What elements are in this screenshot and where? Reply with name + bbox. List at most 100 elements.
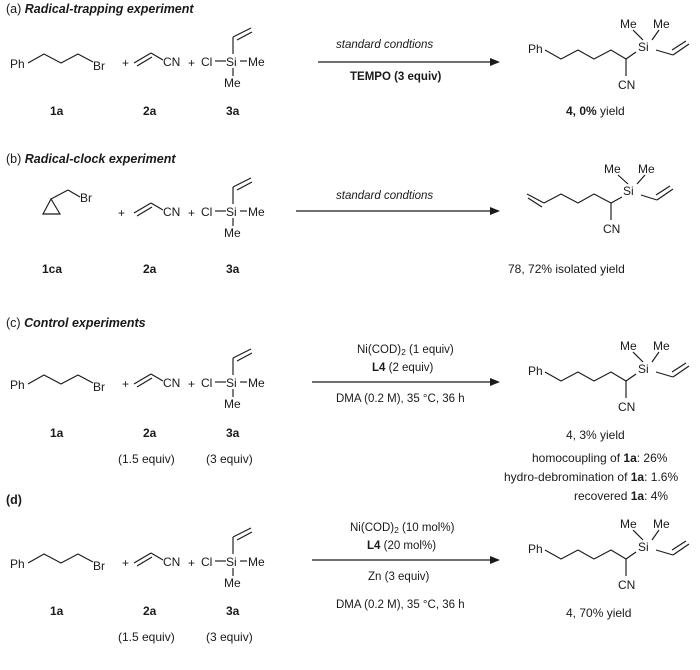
- product-si-vinyl-d: [655, 549, 674, 556]
- terminal-alkene-b-double: [527, 197, 543, 208]
- note-value: : 26%: [636, 451, 668, 465]
- me-label: Me: [620, 17, 637, 31]
- section-title: Control experiments: [24, 316, 146, 330]
- equiv-label: (1.5 equiv): [118, 630, 175, 644]
- cn-label: CN: [618, 578, 636, 592]
- arrow-head-b: [490, 207, 500, 215]
- si-label: Si: [226, 376, 237, 390]
- vinyl-2a-b: [133, 202, 152, 214]
- product-si-me2-a: [651, 29, 660, 41]
- section-letter: (b): [6, 152, 22, 166]
- note-value: : 1.6%: [644, 470, 679, 484]
- br-label: Br: [93, 380, 105, 394]
- vinyl-2a-d: [133, 552, 152, 564]
- ligand-name: L4: [367, 540, 381, 552]
- cl-label: Cl: [201, 205, 213, 219]
- product-vinyl-c: [672, 365, 690, 378]
- note-text: recovered: [574, 489, 631, 503]
- product-si-vinyl-b: [640, 194, 658, 201]
- condition-ni-text: Ni(COD): [350, 522, 395, 534]
- condition-line: standard condtions: [336, 39, 434, 51]
- product-si-d: [625, 551, 637, 560]
- vinyl-3a-a-double: [236, 31, 253, 41]
- product-vinyl-a: [672, 43, 690, 56]
- cl-label: Cl: [201, 555, 213, 569]
- note-line: homocoupling of 1a: 26%: [532, 451, 667, 465]
- cn-label: CN: [163, 555, 181, 569]
- cyclopropyl-ch2: [50, 189, 69, 200]
- si-label: Si: [623, 184, 634, 198]
- vinyl-2a-b-double: [136, 206, 153, 217]
- product-si-me2-c: [651, 351, 660, 363]
- note-compound: 1a: [630, 489, 645, 503]
- ch2-br: [67, 189, 81, 198]
- note-compound: 1a: [623, 451, 637, 465]
- si-label: Si: [226, 205, 237, 219]
- compound-label-3a: 3a: [226, 426, 240, 440]
- cl-label: Cl: [201, 55, 213, 69]
- chain-1a-d: [27, 553, 94, 564]
- product-si-me1-c: [632, 351, 644, 363]
- me-label: Me: [248, 55, 265, 69]
- compound-label-3a: 3a: [226, 604, 240, 618]
- arrow-head-a: [490, 58, 500, 66]
- vinyl-3a-d-double: [236, 531, 253, 541]
- cn-label: CN: [163, 376, 181, 390]
- product-yield-label: 4, 0% yield: [566, 104, 625, 118]
- plus-sign: +: [188, 206, 196, 220]
- terminal-alkene-b: [526, 193, 545, 204]
- arrow-head-d: [490, 556, 500, 564]
- plus-sign: +: [188, 556, 196, 570]
- compound-label-1a: 1a: [50, 426, 64, 440]
- cn-label: CN: [603, 222, 621, 236]
- ph-label: Ph: [528, 542, 543, 556]
- vinyl-3a-b: [232, 177, 252, 188]
- ph-label: Ph: [10, 557, 25, 571]
- nitrile-bond-2a-a: [150, 52, 164, 61]
- condition-zn: Zn (3 equiv): [368, 571, 430, 583]
- plus-sign: +: [118, 206, 126, 220]
- condition-line: standard condtions: [336, 190, 434, 202]
- chain-product-b: [543, 193, 612, 204]
- cyclopropane-ring: [42, 197, 62, 215]
- product-yield-label: 78, 72% isolated yield: [508, 262, 625, 276]
- condition-line: TEMPO (3 equiv): [350, 71, 442, 83]
- me-label: Me: [653, 339, 670, 353]
- product-yield-rest: isolated yield: [552, 262, 625, 276]
- equiv-label: (3 equiv): [206, 452, 253, 466]
- section-title: Radical-clock experiment: [24, 152, 176, 166]
- vinyl-2a-a: [133, 52, 152, 64]
- vinyl-3a-d: [232, 527, 252, 538]
- condition-ni-subscript: 2: [401, 347, 406, 357]
- product-yield-value: 72: [524, 262, 542, 276]
- product-vinyl-c-double: [671, 362, 687, 373]
- product-yield-bold: 4,: [566, 606, 577, 620]
- ligand-name: L4: [372, 362, 386, 374]
- product-vinyl-b-double: [655, 185, 671, 196]
- product-yield-rest: % yield: [586, 428, 625, 442]
- br-label: Br: [80, 191, 92, 205]
- section-title: Radical-trapping experiment: [24, 2, 194, 16]
- product-vinyl-d-double: [671, 540, 687, 551]
- product-si-a: [625, 51, 637, 60]
- chain-1a-c: [27, 374, 94, 385]
- me-label: Me: [638, 162, 655, 176]
- compound-label-2a: 2a: [143, 426, 157, 440]
- me-label: Me: [224, 397, 241, 411]
- compound-label-1ca: 1ca: [42, 262, 63, 276]
- cn-label: CN: [163, 205, 181, 219]
- plus-sign: +: [188, 377, 196, 391]
- product-yield-rest: yield: [596, 104, 625, 118]
- condition-ligand: L4 (20 mol%): [367, 539, 436, 553]
- section-d-header: (d): [6, 493, 22, 507]
- me-label: Me: [653, 17, 670, 31]
- ph-label: Ph: [10, 378, 25, 392]
- ligand-amount: (20 mol%): [380, 540, 437, 552]
- br-label: Br: [93, 559, 105, 573]
- section-letter: (a): [6, 2, 22, 16]
- si-label: Si: [638, 362, 649, 376]
- condition-ni: Ni(COD)2 (1 equiv): [357, 343, 454, 357]
- ligand-amount: (2 equiv): [385, 362, 434, 374]
- product-si-me1-b: [617, 174, 629, 185]
